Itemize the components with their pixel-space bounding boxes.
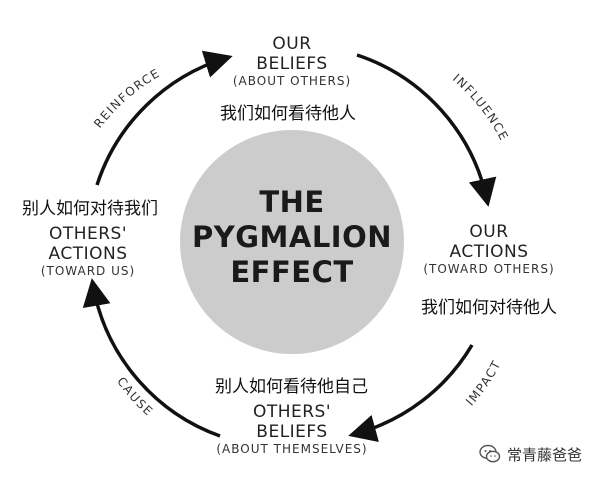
node-others-beliefs-line1: OTHERS' bbox=[252, 402, 332, 422]
node-our-beliefs: OUR BELIEFS (ABOUT OTHERS) bbox=[212, 34, 372, 89]
center-title-line-3: EFFECT bbox=[230, 255, 354, 289]
label-impact: IMPACT bbox=[463, 358, 502, 409]
node-others-beliefs: OTHERS' BELIEFS (ABOUT THEMSELVES) bbox=[207, 402, 377, 457]
svg-text:IMPACT: IMPACT bbox=[463, 358, 504, 409]
node-others-actions-sub: (TOWARD US) bbox=[40, 264, 136, 278]
node-our-actions-sub: (TOWARD OTHERS) bbox=[423, 262, 555, 276]
watermark: 常青藤爸爸 bbox=[479, 443, 582, 465]
center-title-line-1: THE bbox=[259, 185, 325, 219]
node-our-beliefs-line1: OUR bbox=[272, 34, 312, 54]
node-our-beliefs-chinese: 我们如何看待他人 bbox=[220, 104, 356, 124]
center-title-line-2: PYGMALION bbox=[191, 220, 393, 254]
center-title: THE PYGMALION EFFECT bbox=[184, 185, 400, 290]
watermark-text: 常青藤爸爸 bbox=[507, 445, 583, 464]
node-our-actions-chinese: 我们如何对待他人 bbox=[421, 298, 557, 318]
label-cause: CAUSE bbox=[114, 375, 154, 420]
node-others-beliefs-line2: BELIEFS bbox=[256, 422, 328, 442]
node-others-beliefs-sub: (ABOUT THEMSELVES) bbox=[216, 442, 368, 456]
node-others-beliefs-chinese: 别人如何看待他自己 bbox=[215, 377, 368, 397]
arrow-influence bbox=[356, 53, 497, 207]
arrow-cause bbox=[82, 278, 221, 438]
node-others-actions-chinese: 别人如何对待我们 bbox=[22, 199, 158, 219]
node-others-actions-line2: ACTIONS bbox=[48, 244, 128, 264]
arrow-reinforce bbox=[95, 50, 233, 186]
node-our-actions-line2: ACTIONS bbox=[449, 242, 529, 262]
center-circle bbox=[180, 130, 404, 354]
arrow-impact bbox=[348, 344, 474, 442]
node-our-beliefs-sub: (ABOUT OTHERS) bbox=[232, 74, 352, 88]
node-others-actions: OTHERS' ACTIONS (TOWARD US) bbox=[18, 224, 158, 279]
svg-text:CAUSE: CAUSE bbox=[114, 375, 156, 420]
node-others-actions-line1: OTHERS' bbox=[48, 224, 128, 244]
node-our-actions: OUR ACTIONS (TOWARD OTHERS) bbox=[414, 222, 564, 277]
node-our-beliefs-line2: BELIEFS bbox=[256, 54, 328, 74]
node-our-actions-line1: OUR bbox=[469, 222, 509, 242]
wechat-icon bbox=[479, 443, 501, 465]
